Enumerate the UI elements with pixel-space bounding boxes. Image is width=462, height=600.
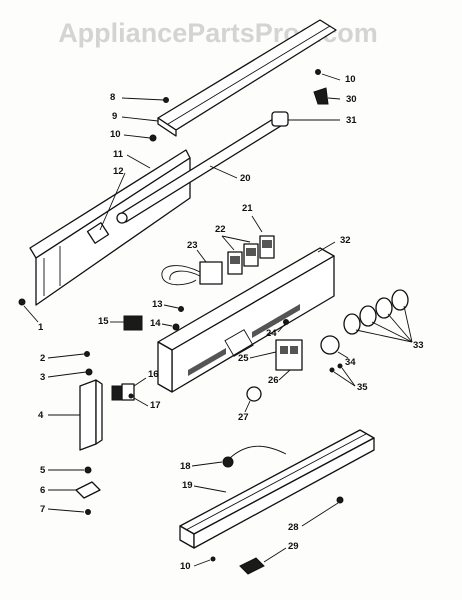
- part-6-clip: [48, 481, 101, 499]
- callout-c20: 20: [240, 173, 251, 184]
- callout-c28: 28: [288, 522, 299, 533]
- part-29-block: [239, 547, 287, 575]
- part-32-control-panel: [157, 241, 336, 393]
- callout-c24: 24: [266, 328, 277, 339]
- part-10-screw: [123, 134, 157, 142]
- callout-c8: 8: [110, 92, 115, 103]
- callout-c10a: 10: [110, 129, 121, 140]
- part-25-switch-block: [249, 339, 303, 381]
- part-5-washer: [48, 466, 92, 474]
- callout-c1: 1: [38, 322, 44, 333]
- callout-c26: 26: [268, 375, 279, 386]
- callout-c11: 11: [113, 149, 124, 160]
- part-30-clip: [313, 87, 341, 105]
- callout-c35: 35: [357, 382, 368, 393]
- callout-c18: 18: [180, 461, 191, 472]
- callout-c31: 31: [346, 115, 357, 126]
- callout-c27: 27: [238, 412, 249, 423]
- callout-c15: 15: [98, 316, 109, 327]
- part-17-screw: [128, 393, 149, 407]
- callout-c7: 7: [40, 504, 45, 515]
- part-7-screw: [47, 508, 91, 515]
- part-9-top-trim: [157, 19, 337, 137]
- callout-c29: 29: [288, 541, 299, 552]
- part-4-side-bracket: [48, 379, 103, 451]
- callout-c16: 16: [148, 369, 159, 380]
- callout-c17: 17: [150, 400, 161, 411]
- callout-c25: 25: [238, 353, 249, 364]
- part-31-bracket: [271, 111, 340, 127]
- part-1-screw: [18, 298, 39, 323]
- leader-9: [121, 116, 159, 122]
- callout-c5: 5: [40, 465, 46, 476]
- part-15-block: [110, 315, 143, 331]
- callout-labels: 1234567891011121314151617181920212223242…: [38, 74, 424, 572]
- callout-c10b: 10: [180, 561, 191, 572]
- callout-c22: 22: [215, 224, 226, 235]
- callout-c23: 23: [187, 240, 198, 251]
- callout-c9: 9: [112, 111, 117, 122]
- part-14-screw: [161, 323, 180, 331]
- callout-c4: 4: [38, 410, 44, 421]
- part-13-screw: [163, 304, 184, 312]
- part-20-tube: [116, 115, 285, 224]
- callout-c3: 3: [40, 372, 45, 383]
- callout-c30: 30: [346, 94, 357, 105]
- callout-c6: 6: [40, 485, 45, 496]
- part-34-knob: [320, 335, 349, 359]
- part-10-screw-upper: [315, 69, 341, 81]
- part-19-bottom-rail: [179, 429, 375, 549]
- callout-c13: 13: [152, 299, 163, 310]
- callout-c34: 34: [345, 357, 356, 368]
- part-28-screw: [301, 496, 344, 527]
- callout-c12: 12: [113, 166, 124, 177]
- part-33-knobs: [343, 289, 413, 343]
- part-2-screw: [47, 351, 90, 359]
- callout-c33: 33: [413, 340, 424, 351]
- callout-c21: 21: [242, 203, 253, 214]
- callout-c2: 2: [40, 353, 45, 364]
- part-27-knob: [244, 386, 262, 413]
- part-24-screw: [277, 319, 289, 333]
- part-18-wire-grommet: [191, 445, 287, 468]
- part-10-screw-lower: [193, 556, 216, 567]
- part-8-screw: [121, 97, 169, 103]
- callout-c14: 14: [150, 318, 161, 329]
- part-35-screws: [329, 363, 356, 387]
- part-22-switches: [221, 215, 275, 275]
- part-3-screw: [47, 368, 93, 378]
- part-23-thermostat: [161, 249, 223, 286]
- callout-c10c: 10: [345, 74, 356, 85]
- callout-c32: 32: [340, 235, 351, 246]
- callout-c19: 19: [182, 480, 193, 491]
